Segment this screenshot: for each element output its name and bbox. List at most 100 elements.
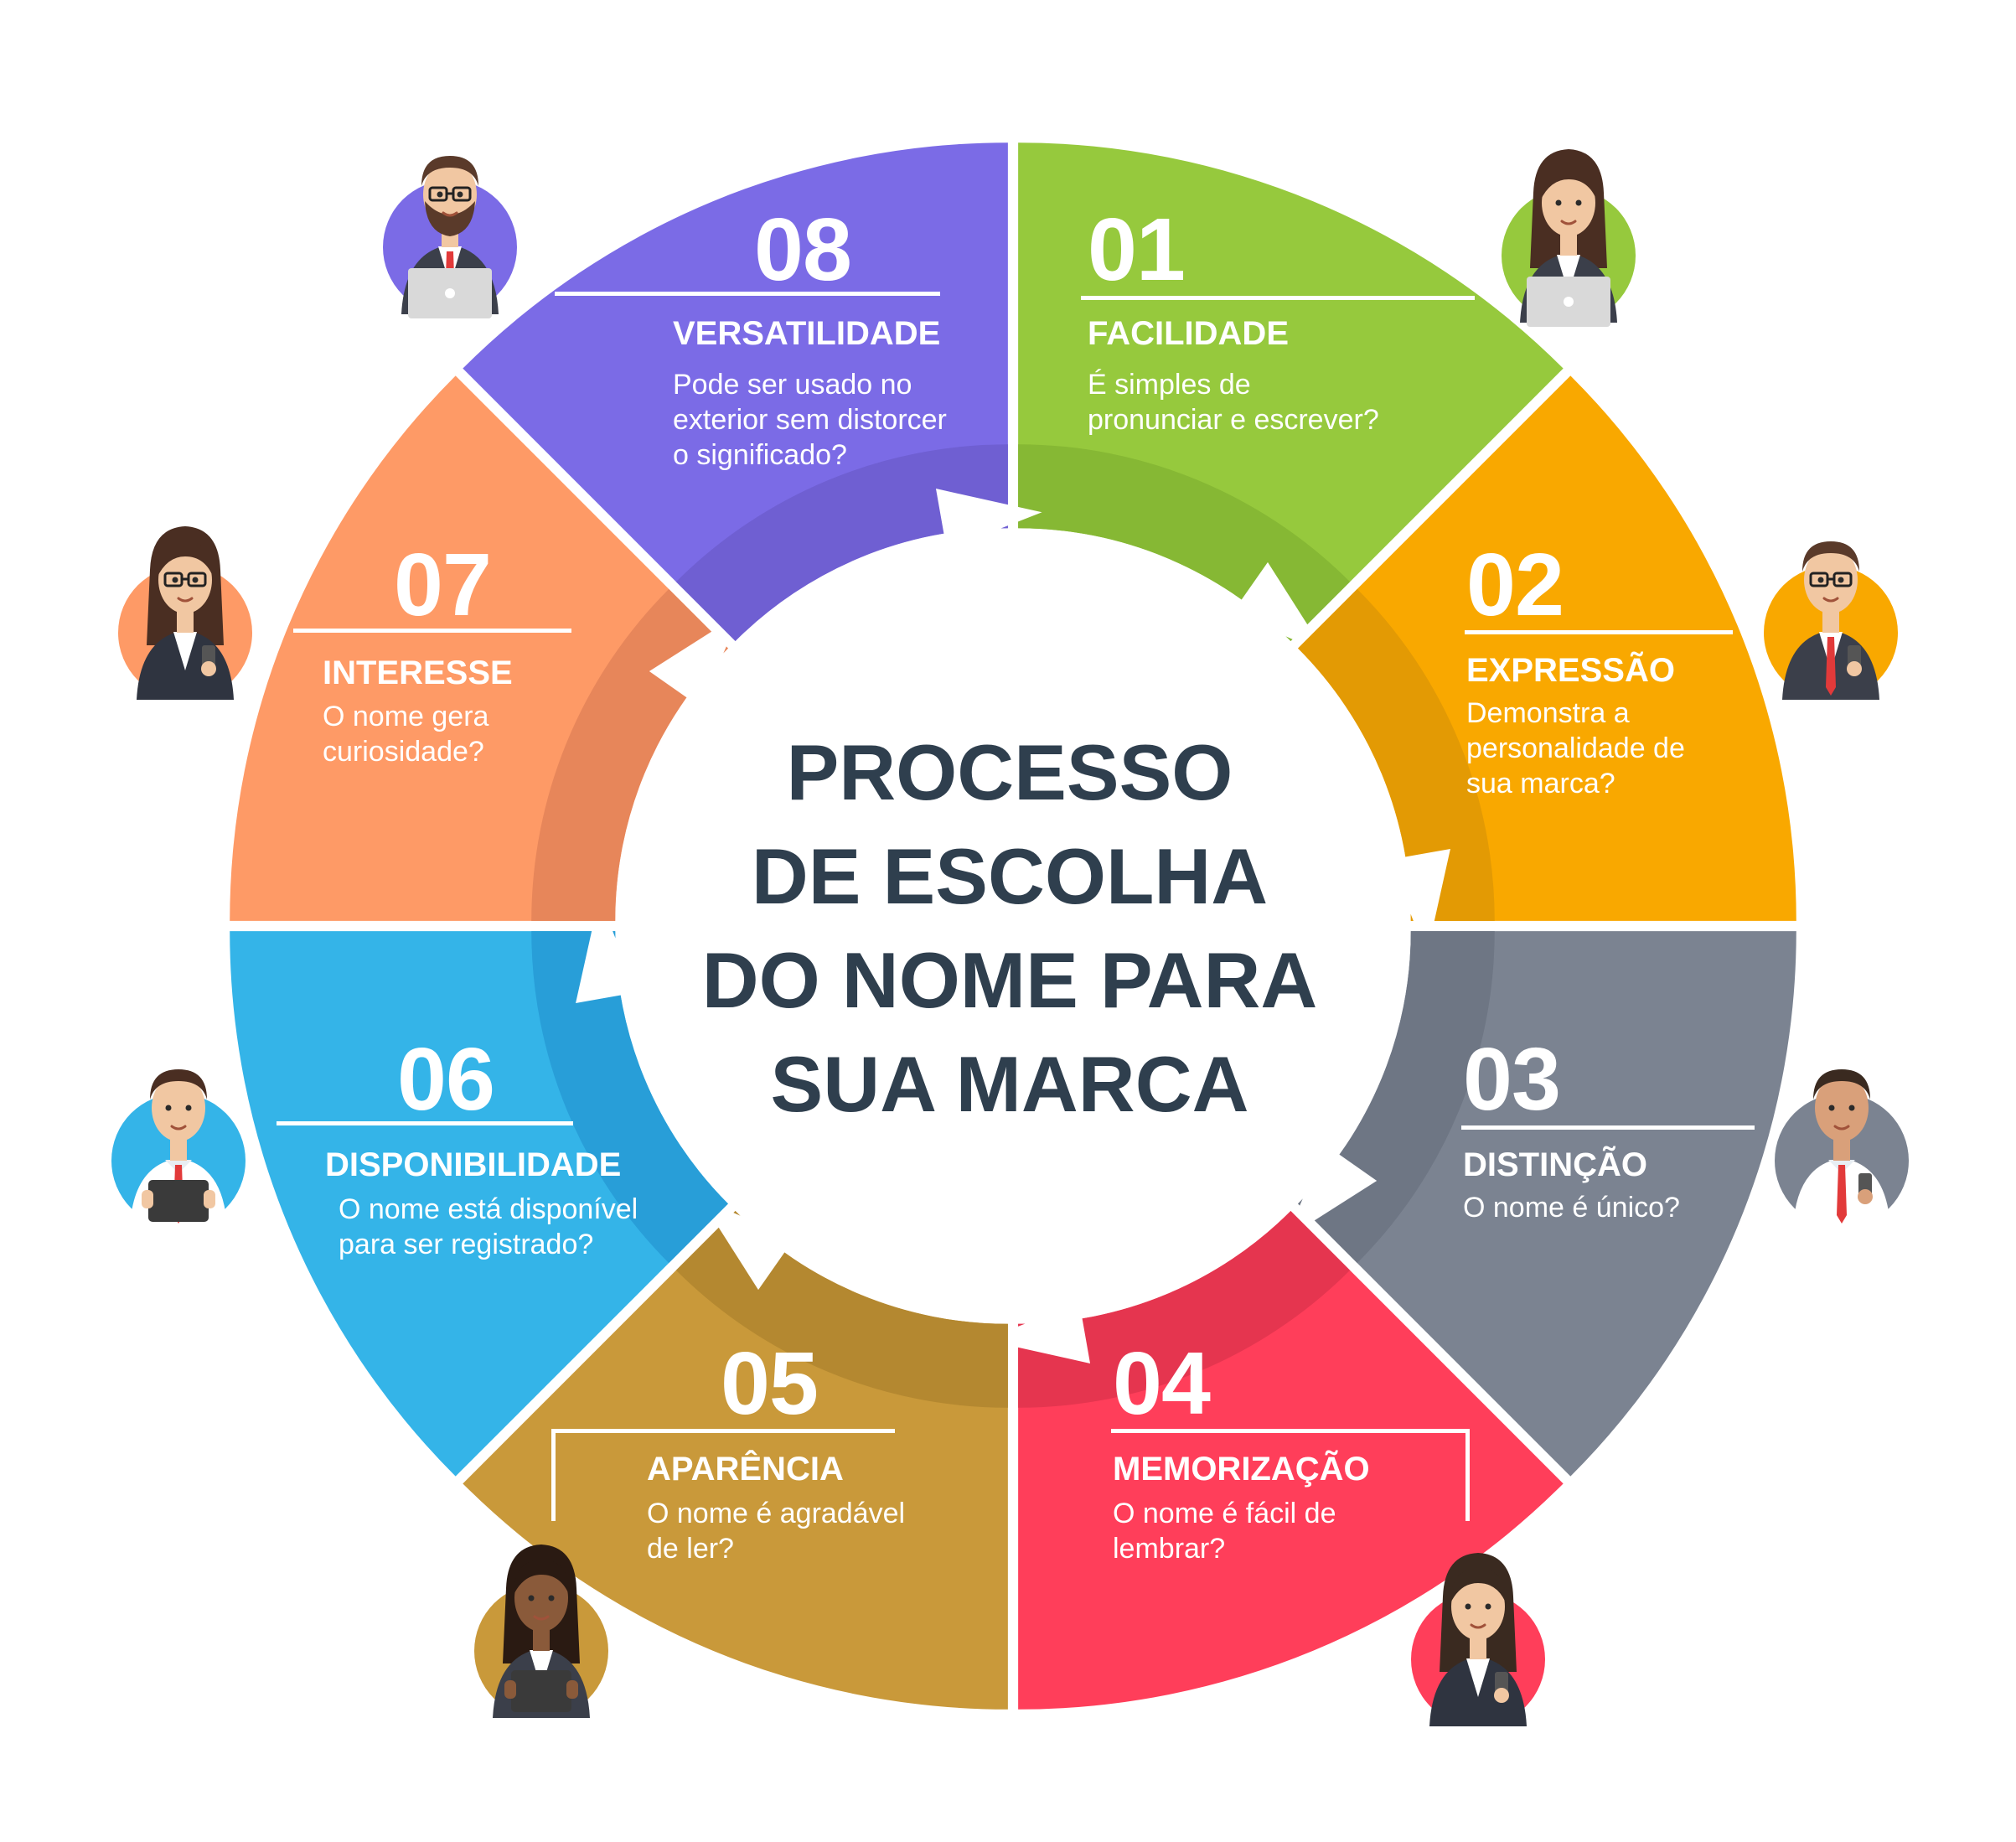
- eye: [548, 1595, 555, 1601]
- hair-front: [150, 1069, 207, 1100]
- head: [152, 1074, 205, 1141]
- hand: [142, 1190, 153, 1208]
- wheel-segment-02: [1298, 375, 1796, 955]
- segment-divider: [551, 1429, 895, 1433]
- person-icon: [1411, 1553, 1545, 1726]
- segment-inner-band: [531, 931, 728, 1264]
- mouth: [1560, 220, 1577, 225]
- glasses-icon: [163, 572, 207, 587]
- segment-number: 01: [1088, 200, 1186, 299]
- beard: [425, 201, 475, 236]
- tie: [1837, 1165, 1847, 1224]
- segment-description: O nome é fácil de lembrar?: [1113, 1498, 1336, 1565]
- head: [1542, 169, 1595, 236]
- eye: [1555, 199, 1562, 206]
- laptop-logo: [445, 288, 455, 298]
- eye: [437, 191, 443, 198]
- hand: [1494, 1688, 1509, 1703]
- eye: [1485, 1603, 1491, 1610]
- eye: [172, 577, 178, 583]
- mouth: [1833, 1125, 1850, 1131]
- laptop-logo: [1564, 297, 1574, 307]
- hand: [504, 1680, 516, 1699]
- segment-number: 04: [1113, 1334, 1211, 1433]
- wheel-segment-03: [1285, 931, 1796, 1477]
- segment-description: O nome é agradável de ler?: [647, 1498, 906, 1565]
- mouth: [1470, 1623, 1486, 1629]
- center-title: PROCESSO DE ESCOLHA DO NOME PARA SUA MAR…: [701, 728, 1318, 1128]
- segment-arrow-notch: [1232, 561, 1326, 655]
- eye: [192, 577, 199, 583]
- wheel-segment-07: [230, 375, 742, 921]
- neck: [533, 1626, 550, 1651]
- avatar-02: [1764, 520, 1898, 704]
- tablet-icon: [511, 1670, 571, 1712]
- wheel-segment-08: [463, 142, 1042, 641]
- wheel-segment-06: [230, 897, 728, 1477]
- segment-description: É simples de pronunciar e escrever?: [1088, 369, 1379, 436]
- segment-arrow-notch: [1285, 1145, 1378, 1239]
- shirt: [1557, 255, 1580, 293]
- mouth: [442, 211, 458, 217]
- neck: [177, 608, 194, 633]
- segment-arrow-notch: [700, 1198, 794, 1291]
- segment-divider: [1461, 1125, 1755, 1130]
- segment-arrow-notch: [935, 489, 1042, 550]
- hair-front: [513, 1560, 570, 1596]
- mouth: [170, 1125, 187, 1131]
- segment-inner-band: [1018, 1211, 1351, 1408]
- eye: [1838, 577, 1844, 583]
- person-icon: [118, 526, 252, 700]
- person-icon: [1502, 149, 1636, 327]
- segment-number: 03: [1463, 1030, 1561, 1129]
- segment-description: Demonstra a personalidade de sua marca?: [1466, 697, 1685, 799]
- avatar-03: [1775, 1048, 1909, 1232]
- segment-arrow-notch: [576, 897, 637, 1004]
- segment-title: APARÊNCIA: [647, 1451, 844, 1488]
- segment-title: FACILIDADE: [1088, 315, 1289, 352]
- segment-title: DISPONIBILIDADE: [325, 1146, 622, 1183]
- segment-divider: [293, 629, 571, 633]
- shirt: [1466, 1658, 1490, 1697]
- segment-number: 05: [721, 1334, 819, 1433]
- segment-description: O nome é único?: [1463, 1192, 1680, 1224]
- segment-divider: [277, 1121, 573, 1125]
- segment-title: DISTINÇÃO: [1463, 1146, 1647, 1183]
- mouth: [177, 597, 194, 603]
- avatar-01: [1502, 142, 1636, 327]
- person-icon: [111, 1069, 246, 1228]
- hair-front: [1540, 164, 1597, 201]
- neck: [1833, 1136, 1850, 1161]
- tablet-icon: [148, 1180, 209, 1222]
- wheel-segment-04: [984, 1211, 1564, 1710]
- avatar-05: [474, 1538, 608, 1722]
- segment-arrow-notch: [984, 1302, 1091, 1363]
- head: [1815, 1074, 1869, 1141]
- glasses-icon: [1809, 572, 1853, 587]
- shirt: [173, 632, 197, 670]
- hand: [1858, 1189, 1873, 1204]
- eye: [1848, 1105, 1855, 1111]
- hair-front: [1802, 541, 1859, 572]
- segment-inner-band: [1298, 588, 1495, 921]
- head: [514, 1565, 568, 1632]
- segment-title: EXPRESSÃO: [1466, 652, 1675, 689]
- segment-divider: [555, 292, 940, 296]
- segment-number: 08: [754, 200, 852, 299]
- wheel-segment-05: [463, 1198, 1008, 1710]
- eye: [1817, 577, 1824, 583]
- hand: [566, 1680, 578, 1699]
- person-icon: [474, 1544, 608, 1718]
- segment-arrow-notch: [1389, 848, 1450, 955]
- eye: [1828, 1105, 1835, 1111]
- segment-title: VERSATILIDADE: [673, 315, 941, 352]
- segment-description: O nome está disponível para ser registra…: [339, 1193, 638, 1260]
- segment-arrow-notch: [649, 613, 742, 707]
- segment-inner-band: [675, 444, 1008, 641]
- segment-divider-tick: [551, 1429, 556, 1521]
- center-hub: [636, 549, 1390, 1303]
- tie: [1826, 637, 1836, 696]
- eye: [528, 1595, 535, 1601]
- avatar-07: [118, 520, 252, 704]
